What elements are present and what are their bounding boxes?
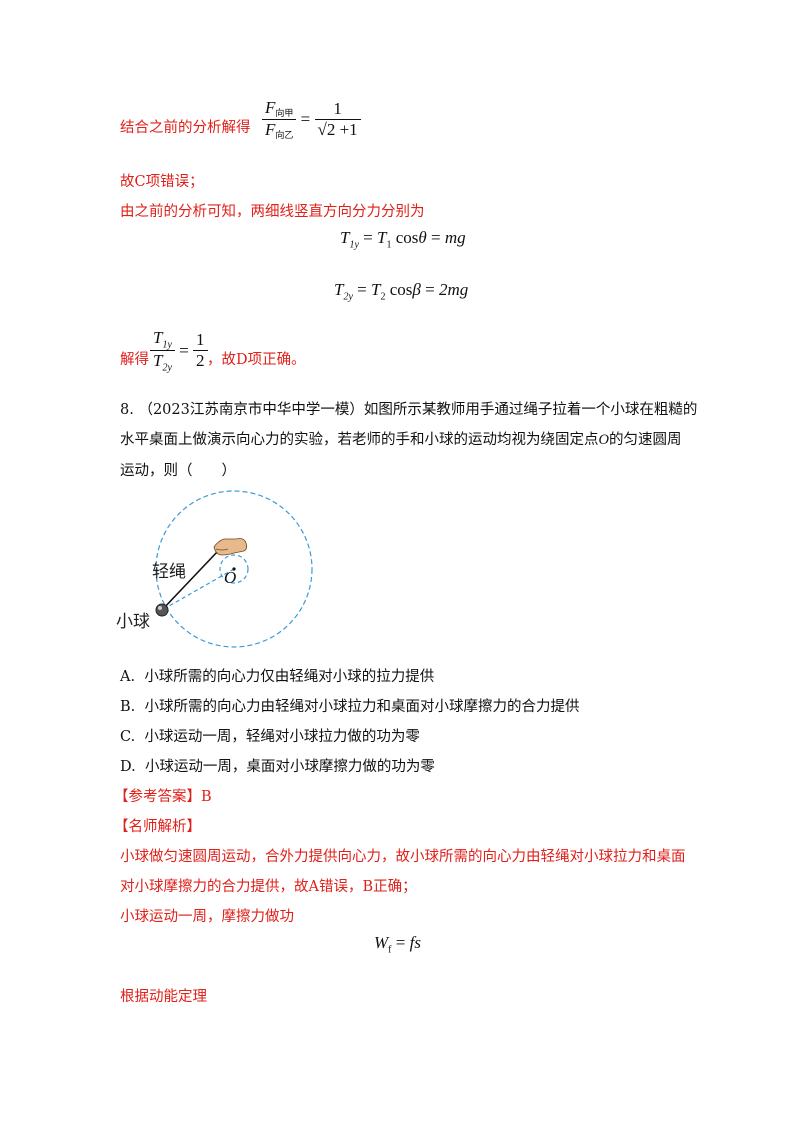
ball-orbit-circle — [155, 490, 313, 648]
equation-t2y: T2y = T2 cosβ = 2mg — [334, 280, 469, 303]
analysis-heading: 【名师解析】 — [114, 819, 201, 835]
work-equation: Wf = fs — [374, 933, 421, 956]
conclusion-c: 故C项错误； — [120, 174, 204, 190]
question-8-line-1: 8. （2023江苏南京市中华中学一模）如图所示某教师用手通过绳子拉着一个小球在… — [120, 402, 698, 418]
hand-orbit-circle — [219, 554, 249, 584]
reference-answer: 【参考答案】B — [114, 789, 212, 805]
center-label: O — [224, 568, 236, 587]
solve-prefix: 解得 — [120, 352, 149, 368]
option-c: C. 小球运动一周，轻绳对小球拉力做的功为零 — [120, 729, 420, 745]
equation-t1y: T1y = T1 cosθ = mg — [340, 228, 466, 251]
question-8-line-3: 运动，则（ ） — [120, 463, 236, 479]
force-ratio-formula: F向甲 F向乙 = 1 √2 +1 — [262, 98, 361, 141]
hand-icon — [213, 538, 248, 556]
analysis-vertical: 由之前的分析可知，两细线竖直方向分力分别为 — [120, 204, 425, 220]
analysis-line-1: 小球做匀速圆周运动，合外力提供向心力，故小球所需的向心力由轻绳对小球拉力和桌面 — [120, 849, 686, 865]
tension-ratio-formula: T1y T2y = 1 2 — [150, 328, 208, 374]
rope-label: 轻绳 — [152, 562, 186, 582]
analysis-line-2: 对小球摩擦力的合力提供，故A错误，B正确； — [120, 879, 417, 895]
ball-icon — [155, 603, 169, 617]
analysis-line-4: 根据动能定理 — [120, 989, 207, 1005]
ball-label: 小球 — [116, 612, 150, 632]
center-point — [232, 567, 236, 571]
circular-motion-figure: 轻绳 O 小球 — [116, 490, 313, 648]
option-a: A. 小球所需的向心力仅由轻绳对小球的拉力提供 — [120, 669, 435, 685]
option-d: D. 小球运动一周，桌面对小球摩擦力做的功为零 — [120, 759, 435, 775]
result-line-1: 结合之前的分析解得 — [120, 118, 251, 138]
rope-line — [161, 550, 219, 611]
option-b: B. 小球所需的向心力由轻绳对小球拉力和桌面对小球摩擦力的合力提供 — [120, 699, 580, 715]
result-prefix: 结合之前的分析解得 — [120, 120, 251, 136]
solve-suffix: ，故D项正确。 — [207, 352, 306, 368]
analysis-line-3: 小球运动一周，摩擦力做功 — [120, 909, 294, 925]
question-8-line-2: 水平桌面上做演示向心力的实验，若老师的手和小球的运动均视为绕固定点O的匀速圆周 — [120, 432, 682, 448]
